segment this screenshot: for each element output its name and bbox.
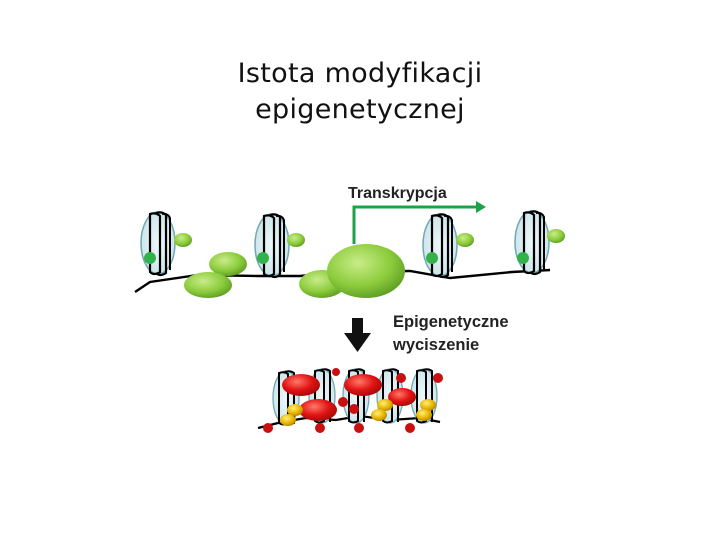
nucleosome-active-1: [141, 212, 175, 275]
active-chromatin: Transkrypcja: [135, 185, 565, 298]
silencing-label-line-1: Epigenetyczne: [393, 313, 509, 331]
silenced-chromatin: [258, 368, 443, 433]
yellow-mark: [416, 409, 432, 421]
methyl-mark: [433, 373, 443, 383]
small-factor: [287, 233, 305, 247]
transcription-label: Transkrypcja: [348, 185, 447, 202]
transcription-factor: [209, 252, 247, 276]
methyl-mark: [338, 397, 348, 407]
methyl-mark: [349, 404, 359, 414]
small-factor: [174, 233, 192, 247]
small-factor: [456, 233, 474, 247]
transcription-factor: [184, 272, 232, 298]
small-factor: [547, 229, 565, 243]
repressor-protein: [344, 374, 382, 396]
silencing-label-line-2: wyciszenie: [392, 336, 479, 354]
yellow-mark: [280, 414, 296, 426]
active-mark: [144, 252, 156, 264]
active-mark: [426, 252, 438, 264]
repressor-protein: [282, 374, 320, 396]
methyl-mark: [354, 423, 364, 433]
methyl-mark: [263, 423, 273, 433]
yellow-mark: [371, 409, 387, 421]
active-mark: [517, 252, 529, 264]
transcription-arrow-head: [476, 201, 486, 213]
nucleosome-active-3: [423, 214, 457, 277]
methyl-mark: [396, 373, 406, 383]
methyl-mark: [332, 368, 340, 376]
repressor-protein: [299, 399, 337, 421]
nucleosome-active-2: [255, 214, 289, 277]
active-mark: [257, 252, 269, 264]
rna-polymerase: [327, 244, 405, 298]
methyl-mark: [405, 423, 415, 433]
nucleosome-active-4: [515, 211, 549, 274]
methyl-mark: [315, 423, 325, 433]
down-arrow-icon: [344, 318, 371, 352]
